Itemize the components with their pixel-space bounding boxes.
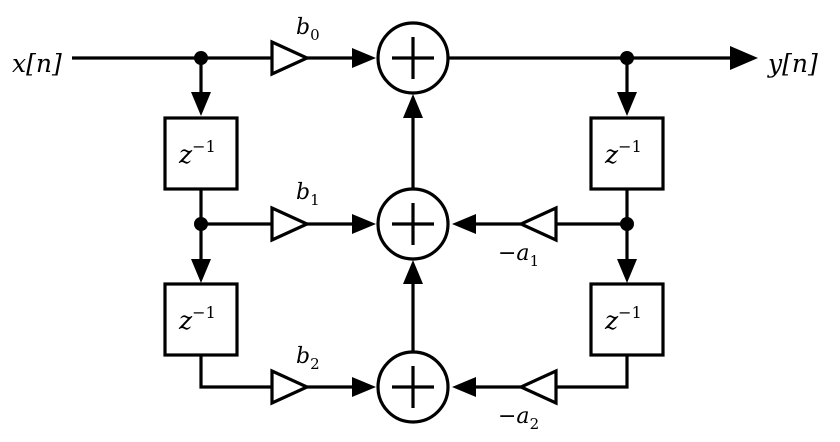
right-arrow-2 <box>617 259 637 283</box>
left-arrow-1 <box>191 92 211 116</box>
delay-right-2 <box>589 282 665 357</box>
gain-a2-triangle <box>517 368 558 406</box>
b2-arrow <box>352 377 376 397</box>
bottom-to-middle-arrow <box>403 260 423 284</box>
b0-arrow <box>352 48 376 68</box>
delay-left-2-label: z−1 <box>178 303 216 335</box>
coef-b1-label: b1 <box>296 180 320 209</box>
output-arrow <box>730 46 758 70</box>
middle-to-top-arrow <box>403 94 423 118</box>
coef-b0-label: b0 <box>296 15 320 44</box>
input-label: x[n] <box>12 49 62 78</box>
gain-b0-triangle <box>270 39 311 77</box>
delay-right-1-label: z−1 <box>604 137 642 169</box>
gain-a1-triangle <box>517 205 558 243</box>
right-arrow-1 <box>617 92 637 116</box>
gain-b2-triangle <box>270 368 311 406</box>
output-label: y[n] <box>767 49 818 78</box>
a2-arrow <box>452 377 476 397</box>
coef-a2-label: −a2 <box>498 404 539 433</box>
b1-arrow <box>352 214 376 234</box>
left-arrow-2 <box>191 259 211 283</box>
delay-left-1-label: z−1 <box>178 137 216 169</box>
delay-left-2 <box>163 282 239 357</box>
left-to-b2-wire <box>199 355 272 389</box>
coef-b2-label: b2 <box>296 344 320 373</box>
coef-a1-label: −a1 <box>498 241 539 270</box>
a1-arrow <box>452 214 476 234</box>
right-to-a2-wire <box>556 355 629 389</box>
gain-b1-triangle <box>270 205 311 243</box>
delay-right-2-label: z−1 <box>604 303 642 335</box>
